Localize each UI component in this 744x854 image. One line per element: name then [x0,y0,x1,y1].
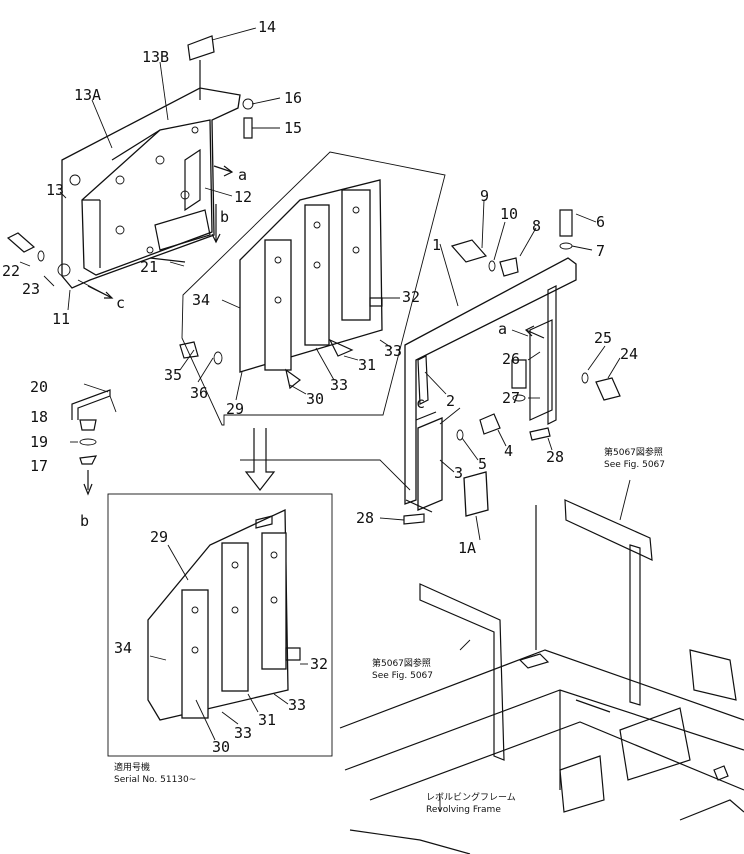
label-24: 24 [620,345,638,363]
label-b-lower: b [80,512,89,530]
note-ref2-en: See Fig. 5067 [372,671,433,681]
label-18: 18 [30,408,48,426]
label-28-right: 28 [546,448,564,466]
label-c-left: c [116,294,125,312]
label-15: 15 [284,119,302,137]
note-ref1-jp: 第5067図参照 [604,446,663,458]
label-29-lower: 29 [150,528,168,546]
ref-arrows [87,165,545,421]
note-ref2-jp: 第5067図参照 [372,657,431,669]
label-31-upper: 31 [358,356,376,374]
label-23: 23 [22,280,40,298]
label-30-upper: 30 [306,390,324,408]
label-20: 20 [30,378,48,396]
main-frame [403,209,621,525]
revolving-frame [339,499,744,854]
note-ref1-en: See Fig. 5067 [604,460,665,470]
label-6: 6 [596,213,605,231]
part-labels: 14 13B 13A 16 15 a 12 13 b 21 22 23 c 11… [2,18,638,756]
label-14: 14 [258,18,276,36]
label-33-upper-right: 33 [384,342,402,360]
notes: 第5067図参照 See Fig. 5067 第5067図参照 See Fig.… [114,446,665,815]
label-28-left: 28 [356,509,374,527]
label-9: 9 [480,187,489,205]
bolt-22 [6,232,45,262]
label-33-upper-mid: 33 [330,376,348,394]
label-b-upper: b [220,208,229,226]
label-a-left: a [238,166,247,184]
label-13a: 13A [74,86,101,104]
label-13b: 13B [142,48,169,66]
label-34-lower: 34 [114,639,132,657]
label-29-upper: 29 [226,400,244,418]
label-36: 36 [190,384,208,402]
label-31-lower: 31 [258,711,276,729]
label-35: 35 [164,366,182,384]
label-12: 12 [234,188,252,206]
label-3: 3 [454,464,463,482]
detail-box [107,493,333,757]
label-8: 8 [532,217,541,235]
label-22: 22 [2,262,20,280]
note-frame-jp: レボルビングフレーム [426,791,516,803]
down-arrow [244,428,276,491]
note-serial-en: Serial No. 51130~ [114,775,196,785]
exploded-panel [179,151,446,426]
note-frame-en: Revolving Frame [426,805,501,815]
label-10: 10 [500,205,518,223]
label-25: 25 [594,329,612,347]
label-7: 7 [596,242,605,260]
label-c-right: c [416,394,425,412]
label-11: 11 [52,310,70,328]
label-33-lower-right: 33 [288,696,306,714]
label-1a: 1A [458,539,476,557]
label-5: 5 [478,455,487,473]
label-13: 13 [46,181,64,199]
label-19: 19 [30,433,48,451]
label-34-upper: 34 [192,291,210,309]
pin-group [71,389,111,496]
label-32-upper: 32 [402,288,420,306]
label-17: 17 [30,457,48,475]
label-a-right: a [498,320,507,338]
label-4: 4 [504,442,513,460]
note-serial-jp: 適用号機 [114,761,150,773]
label-2: 2 [446,392,455,410]
cover-assembly [57,35,254,289]
label-1: 1 [432,236,441,254]
label-21: 21 [140,258,158,276]
label-32-lower: 32 [310,655,328,673]
leader-lines [19,27,631,812]
label-27: 27 [502,389,520,407]
label-16: 16 [284,89,302,107]
label-33-lower-mid: 33 [234,724,252,742]
label-26: 26 [502,350,520,368]
label-30-lower: 30 [212,738,230,756]
